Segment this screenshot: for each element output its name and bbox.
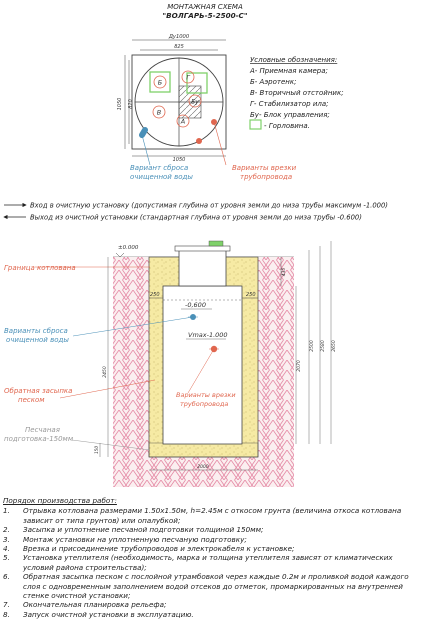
section-discharge-label-2: очищенной воды xyxy=(6,336,69,344)
legend-item-v: В- Вторичный отстойник; xyxy=(250,89,344,97)
dim-2580: 2580 xyxy=(320,340,326,352)
dim-du: Ду1000 xyxy=(168,34,190,40)
level-out: -0,600 xyxy=(185,301,206,309)
dim-2500: 2500 xyxy=(309,340,315,352)
plan-discharge-leader xyxy=(141,134,151,166)
backfill-leader xyxy=(59,379,156,399)
legend-item-bu: Бу- Блок управления; xyxy=(250,111,330,119)
zero-level: ±0.000 xyxy=(118,245,139,251)
section-view: ±0.000 250 250 -0,600 Vmax-1.000 xyxy=(4,240,337,487)
cell-b-circle xyxy=(153,75,167,89)
legend-title: Условные обозначения: xyxy=(250,56,337,64)
level-max: Vmax-1.000 xyxy=(188,331,228,339)
cell-g-circle xyxy=(181,70,195,84)
inlet-note: Вход в очистную установку (допустимая гл… xyxy=(30,202,388,210)
dim-2450: 2450 xyxy=(102,366,108,378)
plan-view: Ду1000 825 1050 820 1050 Б Г В Бу А xyxy=(117,34,297,181)
cell-bu-label: Бу xyxy=(191,100,199,106)
pit-border-label: Граница котлована xyxy=(4,264,76,272)
dim-1050-h: 1050 xyxy=(173,157,186,163)
sand-bed xyxy=(148,442,259,458)
plan-inlet-leader xyxy=(213,121,227,166)
procedure-step: 7.Окончательная планировка рельефа; xyxy=(3,600,167,610)
legend: Условные обозначения: А- Приемная камера… xyxy=(249,56,344,130)
soil-right xyxy=(258,257,294,457)
plan-outer-square xyxy=(131,54,227,150)
procedure-step: 3.Монтаж установки на уплотненную песчан… xyxy=(3,534,247,544)
legend-item-b: Б- Аэротенк; xyxy=(250,78,296,86)
backfill-label-1: Обратная засыпка xyxy=(4,387,72,395)
procedure-step: 2.Засыпка и уплотнение песчаной подготов… xyxy=(3,525,264,535)
cell-bu-circle xyxy=(188,94,202,108)
procedure-section: Порядок производства работ: 1.Отрывка ко… xyxy=(3,496,423,619)
legend-manhole-swatch xyxy=(249,119,262,130)
procedure-step: 8.Запуск очистной установки в эксплуатац… xyxy=(3,609,194,619)
section-inlet-label-1: Варианты врезки xyxy=(176,391,236,399)
backfill-label-2: песком xyxy=(18,396,45,404)
tank-vent xyxy=(208,240,224,247)
plan-discharge-label-2: очищенной воды xyxy=(130,173,193,181)
legend-item-manhole: - Горловина. xyxy=(264,122,310,130)
title-line-1: МОНТАЖНАЯ СХЕМА xyxy=(167,3,243,11)
plan-outlet-pipe xyxy=(139,127,148,138)
tank-lid xyxy=(174,245,231,252)
dim-825: 825 xyxy=(174,44,184,50)
dim-435: 435 xyxy=(281,268,287,277)
section-inlet-label-2: трубопровода xyxy=(180,400,228,408)
procedure-title: Порядок производства работ: xyxy=(3,496,117,505)
soil-bottom xyxy=(113,457,294,487)
dim-2070: 2070 xyxy=(296,360,302,372)
plan-inlet-label-1: Варианты врезки xyxy=(232,164,297,172)
section-discharge-leader xyxy=(72,316,194,337)
dim-2000: 2000 xyxy=(197,464,209,470)
procedure-list: 1.Отрывка котлована размерами 1.50х1.50м… xyxy=(3,506,423,619)
sand-bed-label-2: подготовка-150мм xyxy=(4,435,74,443)
dim-820-v: 820 xyxy=(128,99,134,109)
plan-inlet-pipe-2 xyxy=(196,138,202,144)
sand-bed-leader xyxy=(71,439,151,451)
cell-v-label: В xyxy=(157,109,162,117)
dim-150: 150 xyxy=(94,446,99,454)
soil-left xyxy=(113,257,149,457)
procedure-step: 5.Установка утеплителя (необходимость, м… xyxy=(3,553,393,572)
dim-250-left: 250 xyxy=(150,292,160,298)
cell-a-circle xyxy=(176,114,190,128)
cell-b-label: Б xyxy=(158,79,163,87)
cell-a-label: А xyxy=(180,118,185,126)
dim-250-right: 250 xyxy=(246,292,256,298)
cell-g-label: Г xyxy=(186,74,191,82)
zero-level-marker xyxy=(115,252,125,258)
plan-discharge-label-1: Вариант сброса xyxy=(130,164,188,172)
section-discharge-label-1: Варианты сброса xyxy=(4,327,68,335)
legend-item-g: Г- Стабилизатор ила; xyxy=(250,100,329,108)
tank-neck xyxy=(178,249,227,287)
cell-v-circle xyxy=(152,105,166,119)
flow-notes: Вход в очистную установку (допустимая гл… xyxy=(3,202,388,222)
dim-1050-v: 1050 xyxy=(117,98,123,111)
dim-2650: 2650 xyxy=(331,340,337,352)
outlet-note: Выход из очистной установки (стандартная… xyxy=(30,214,362,222)
tank-body xyxy=(162,285,243,445)
procedure-step: 6.Обратная засыпка песком с послойной ут… xyxy=(3,572,409,601)
procedure-step: 1.Отрывка котлована размерами 1.50х1.50м… xyxy=(3,506,402,525)
plan-inlet-label-2: трубопровода xyxy=(240,173,292,181)
title-line-2: "ВОЛГАРЬ-5-2500-С" xyxy=(162,11,247,20)
legend-item-a: А- Приемная камера; xyxy=(249,67,328,75)
sand-bed-label-1: Песчаная xyxy=(25,426,60,434)
section-inlet-leader xyxy=(187,348,215,394)
plan-manhole-1 xyxy=(149,71,171,93)
procedure-step: 4.Врезка и присоединение трубопроводов и… xyxy=(3,544,295,554)
